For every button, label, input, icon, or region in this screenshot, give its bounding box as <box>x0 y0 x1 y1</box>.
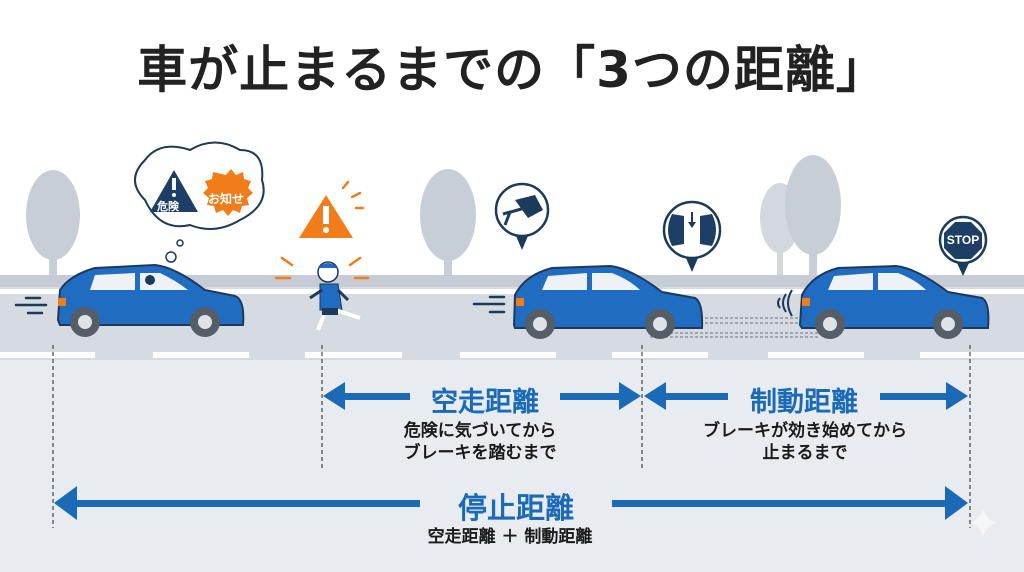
brake-pedal-bubble <box>494 182 550 250</box>
foot-icon <box>515 195 543 218</box>
child-pedestrian-icon <box>309 261 361 331</box>
braking-description-line1: ブレーキが効き始めてから <box>703 421 907 441</box>
danger-icon-label: 危険 <box>157 200 179 213</box>
tree-icon <box>785 155 841 277</box>
reaction-description-line1: 危険に気づいてから <box>403 421 557 441</box>
brake-pads-bubble <box>662 200 722 272</box>
stopping-distance-label: 停止距離 <box>420 485 612 527</box>
brake-pad-icon <box>700 214 716 246</box>
notice-badge-icon <box>203 169 253 216</box>
tree-icon <box>26 170 80 275</box>
brake-pad-icon <box>668 214 684 246</box>
page-title: 車が止まるまでの「3つの距離」 <box>137 41 887 99</box>
reaction-distance-description: 危険に気づいてから ブレーキを踏むまで <box>330 420 630 464</box>
reaction-description-line2: ブレーキを踏むまで <box>403 443 557 463</box>
braking-description-line2: 止まるまで <box>762 443 848 463</box>
warning-triangle-icon <box>299 195 353 238</box>
sparkle-icon <box>970 508 996 538</box>
stop-sign-label: STOP <box>946 233 980 247</box>
car-icon <box>512 264 704 339</box>
stopping-distance-formula: 空走距離 ＋ 制動距離 <box>427 527 593 547</box>
car-icon <box>56 263 245 337</box>
braking-distance-arrow <box>644 382 968 410</box>
reaction-distance-arrow <box>323 382 641 410</box>
stopping-distance-arrow <box>54 486 968 520</box>
braking-distance-description: ブレーキが効き始めてから 止まるまで <box>650 420 960 464</box>
car-icon <box>798 264 990 339</box>
notice-badge-label: お知せ <box>208 192 245 206</box>
braking-distance-label: 制動距離 <box>728 380 880 419</box>
stop-sign-icon <box>944 222 982 259</box>
reaction-distance-label: 空走距離 <box>410 380 560 419</box>
danger-triangle-icon <box>150 170 198 212</box>
thought-bubble <box>134 141 265 263</box>
tree-icon <box>420 169 476 275</box>
stop-sign-bubble <box>938 215 988 276</box>
